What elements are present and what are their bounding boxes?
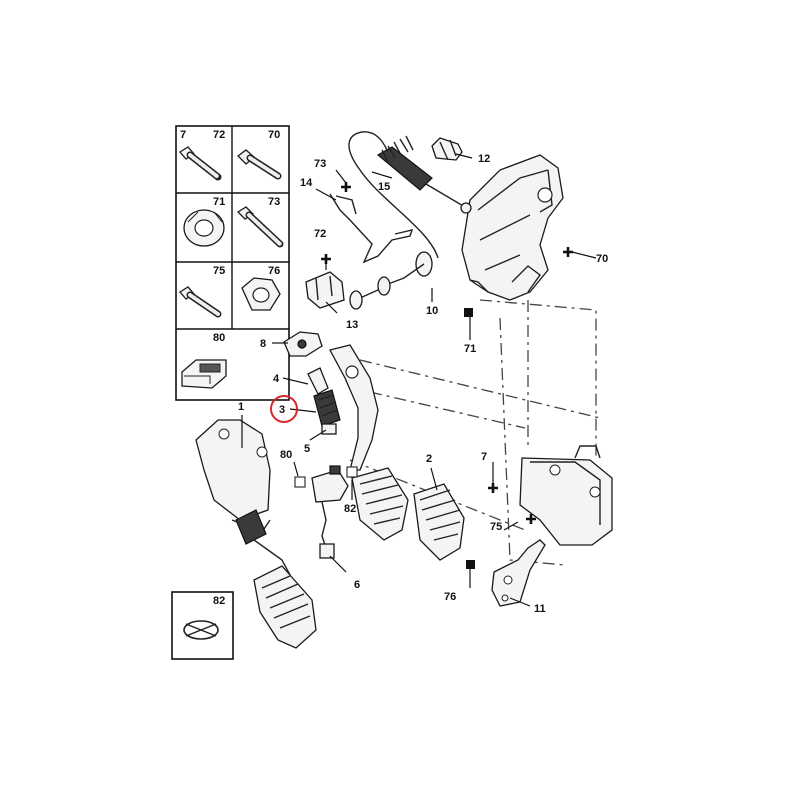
- clutch-pedal: [413, 483, 465, 561]
- callout-80: 80: [280, 449, 292, 461]
- callout-6: 6: [354, 579, 360, 591]
- plus-marker-icon: [321, 254, 331, 264]
- callout-3: 3: [279, 404, 285, 416]
- square-marker-icon: [464, 308, 473, 317]
- kit-label-73: 73: [268, 196, 280, 208]
- callout-5: 5: [304, 443, 310, 455]
- accelerator-pedal: [195, 419, 317, 649]
- pedal-bracket: [461, 154, 564, 301]
- callout-2: 2: [426, 453, 432, 465]
- long-bolt-icon: [236, 206, 284, 248]
- callout-labels: 1 2 3 4 5 6 7 8 10 11 12 13 14 15 70 71 …: [238, 153, 608, 615]
- callout-72: 72: [314, 228, 326, 240]
- plus-marker-icon: [341, 182, 351, 192]
- round-nut-icon: [183, 209, 225, 247]
- callout-7: 7: [481, 451, 487, 463]
- callout-82: 82: [344, 503, 356, 515]
- callout-1: 1: [238, 401, 244, 413]
- callout-76: 76: [444, 591, 456, 603]
- clutch-cable: [348, 131, 472, 310]
- markers: [270, 182, 573, 569]
- kit-label-76: 76: [268, 265, 280, 277]
- brake-switch: [307, 367, 341, 435]
- clip-box-label: 82: [213, 595, 225, 607]
- flange-bolt-icon: [179, 146, 222, 181]
- plus-marker-icon: [488, 483, 498, 493]
- kit-label-71: 71: [213, 196, 225, 208]
- hex-nut-icon: [241, 277, 281, 311]
- plus-marker-icon: [526, 514, 536, 524]
- short-bolt-icon: [179, 286, 222, 318]
- callout-70: 70: [596, 253, 608, 265]
- callout-12: 12: [478, 153, 490, 165]
- retaining-clip: [431, 137, 463, 161]
- callout-13: 13: [346, 319, 358, 331]
- hex-bolt-icon: [237, 149, 282, 180]
- kit-label-70: 70: [268, 129, 280, 141]
- connector-icon: [181, 359, 227, 389]
- brake-pedal: [329, 344, 409, 541]
- clip-icon: [183, 620, 219, 640]
- plus-marker-icon: [563, 247, 573, 257]
- position-sensor: [294, 465, 358, 559]
- callout-14: 14: [300, 177, 313, 189]
- kit-label-7: 7: [180, 129, 186, 141]
- callout-8: 8: [260, 338, 266, 350]
- clip-box: 82: [171, 591, 234, 660]
- hardware-kit: 7 72 70 71 73 75 76 80: [175, 125, 290, 401]
- callout-4: 4: [273, 373, 280, 385]
- kit-label-72: 72: [213, 129, 225, 141]
- callout-11: 11: [534, 603, 546, 615]
- callout-15: 15: [378, 181, 390, 193]
- callout-10: 10: [426, 305, 438, 317]
- kit-label-75: 75: [213, 265, 225, 277]
- callout-71: 71: [464, 343, 476, 355]
- highlight-ring: [270, 395, 298, 423]
- clip-box-frame: [171, 591, 234, 660]
- pivot-bushing: [283, 331, 323, 357]
- kit-label-80: 80: [213, 332, 225, 344]
- leader-lines: [241, 153, 597, 607]
- square-marker-icon: [466, 560, 475, 569]
- callout-73: 73: [314, 158, 326, 170]
- return-spring: [329, 193, 414, 264]
- clutch-lever: [491, 539, 546, 607]
- cable-bracket-clip: [305, 271, 345, 309]
- clutch-mount: [519, 445, 613, 546]
- callout-75: 75: [490, 521, 502, 533]
